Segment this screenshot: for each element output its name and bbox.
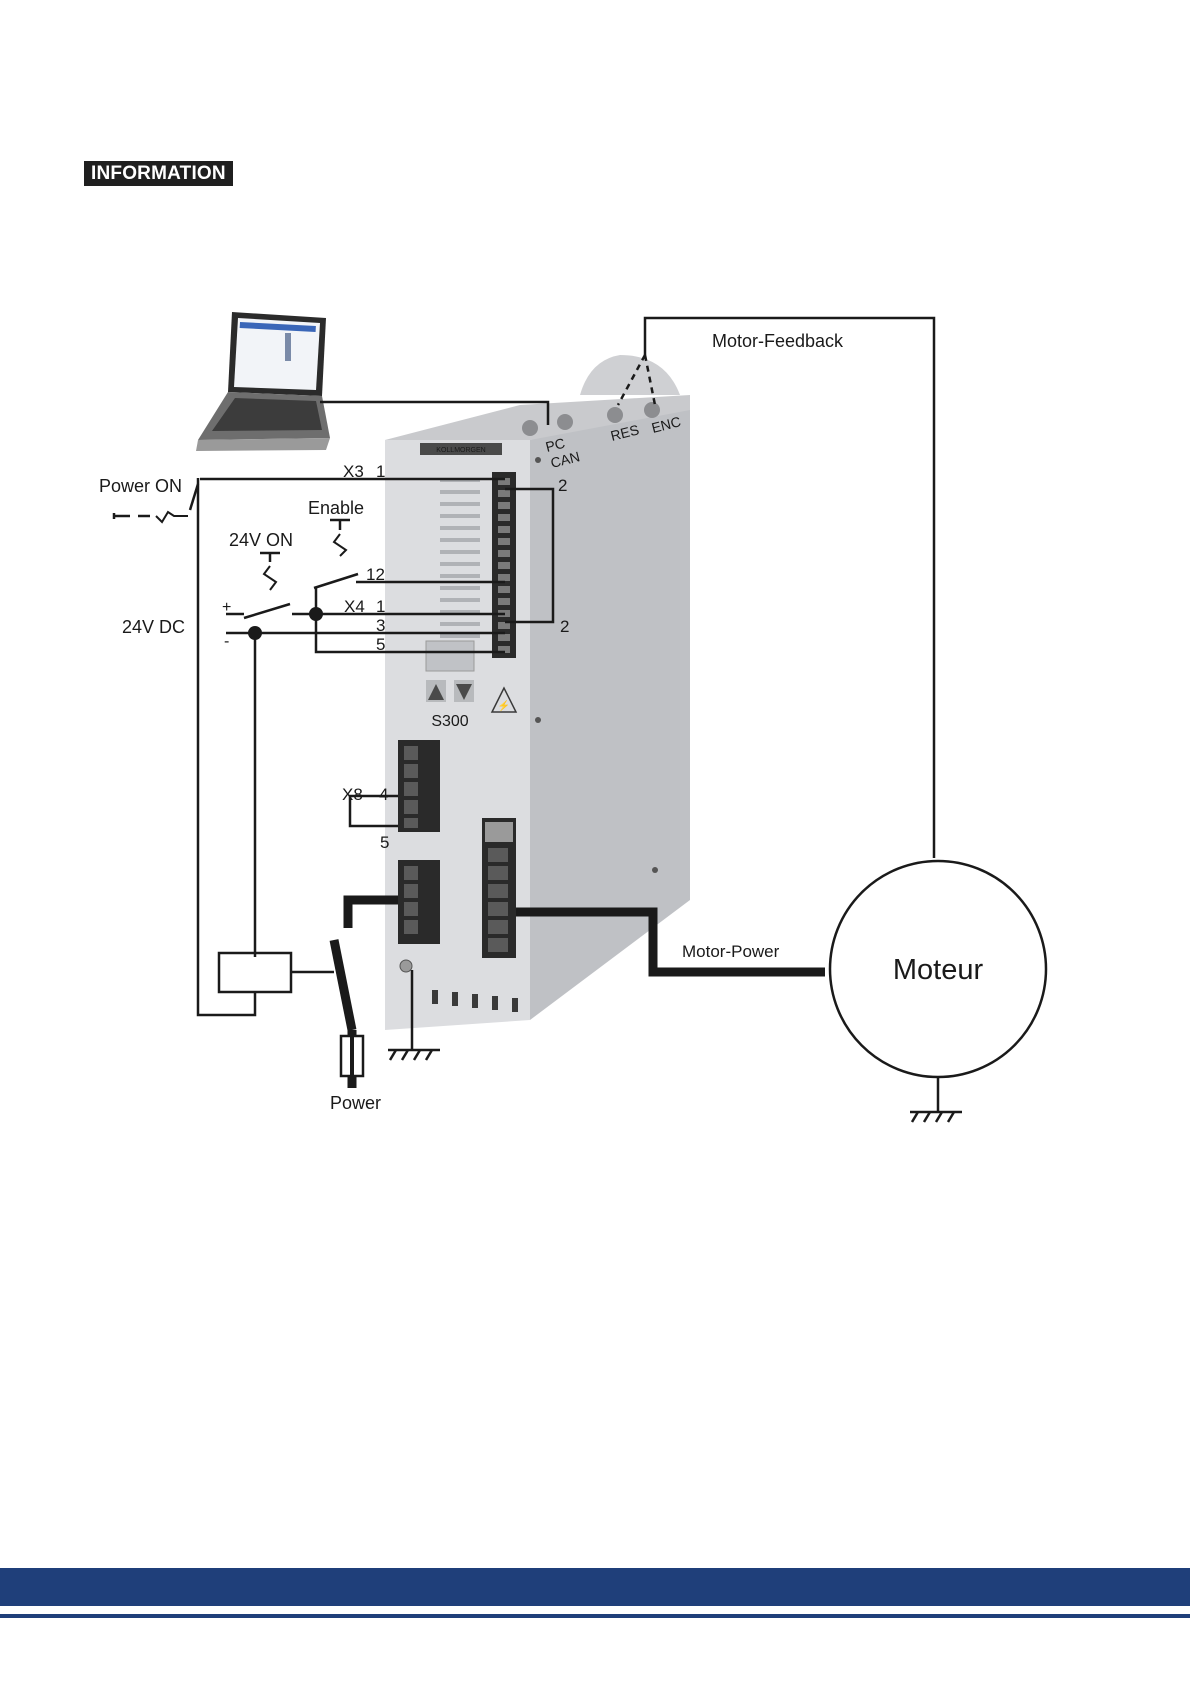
footer-band <box>0 1568 1190 1606</box>
enable-label: Enable <box>308 498 364 518</box>
x4-pin2-label: 2 <box>560 617 569 636</box>
pin5-label: 5 <box>376 635 385 654</box>
pin12-label: 12 <box>366 565 385 584</box>
x8-pin5-label: 5 <box>380 833 389 852</box>
laptop-icon <box>196 312 330 451</box>
warning-icon: ⚡ <box>498 699 510 712</box>
pin3-label: 3 <box>376 616 385 635</box>
power-on-label: Power ON <box>99 476 182 496</box>
minus-label: - <box>224 633 229 650</box>
x4-pin1-label: 1 <box>376 597 385 616</box>
motor-feedback-label: Motor-Feedback <box>712 331 844 351</box>
servo-drive-image: ⚡ KOLLMOR <box>385 355 690 1030</box>
x3-pin2-label: 2 <box>558 476 567 495</box>
motor-ground-icon <box>910 1077 962 1122</box>
x8-pin4-label: 4 <box>379 785 388 804</box>
x4-label: X4 <box>344 597 365 616</box>
x3-label: X3 <box>343 462 364 481</box>
24v-dc-label: 24V DC <box>122 617 185 637</box>
24v-on-label: 24V ON <box>229 530 293 550</box>
brand-logo: KOLLMORGEN <box>436 447 485 454</box>
plus-label: + <box>222 599 231 616</box>
x3-pin1-label: 1 <box>376 462 385 481</box>
model-label: S300 <box>431 713 468 730</box>
moteur-label: Moteur <box>893 954 984 986</box>
x8-label: X8 <box>342 785 363 804</box>
power-label: Power <box>330 1093 381 1113</box>
motor-power-label: Motor-Power <box>682 942 780 961</box>
footer-line <box>0 1614 1190 1618</box>
